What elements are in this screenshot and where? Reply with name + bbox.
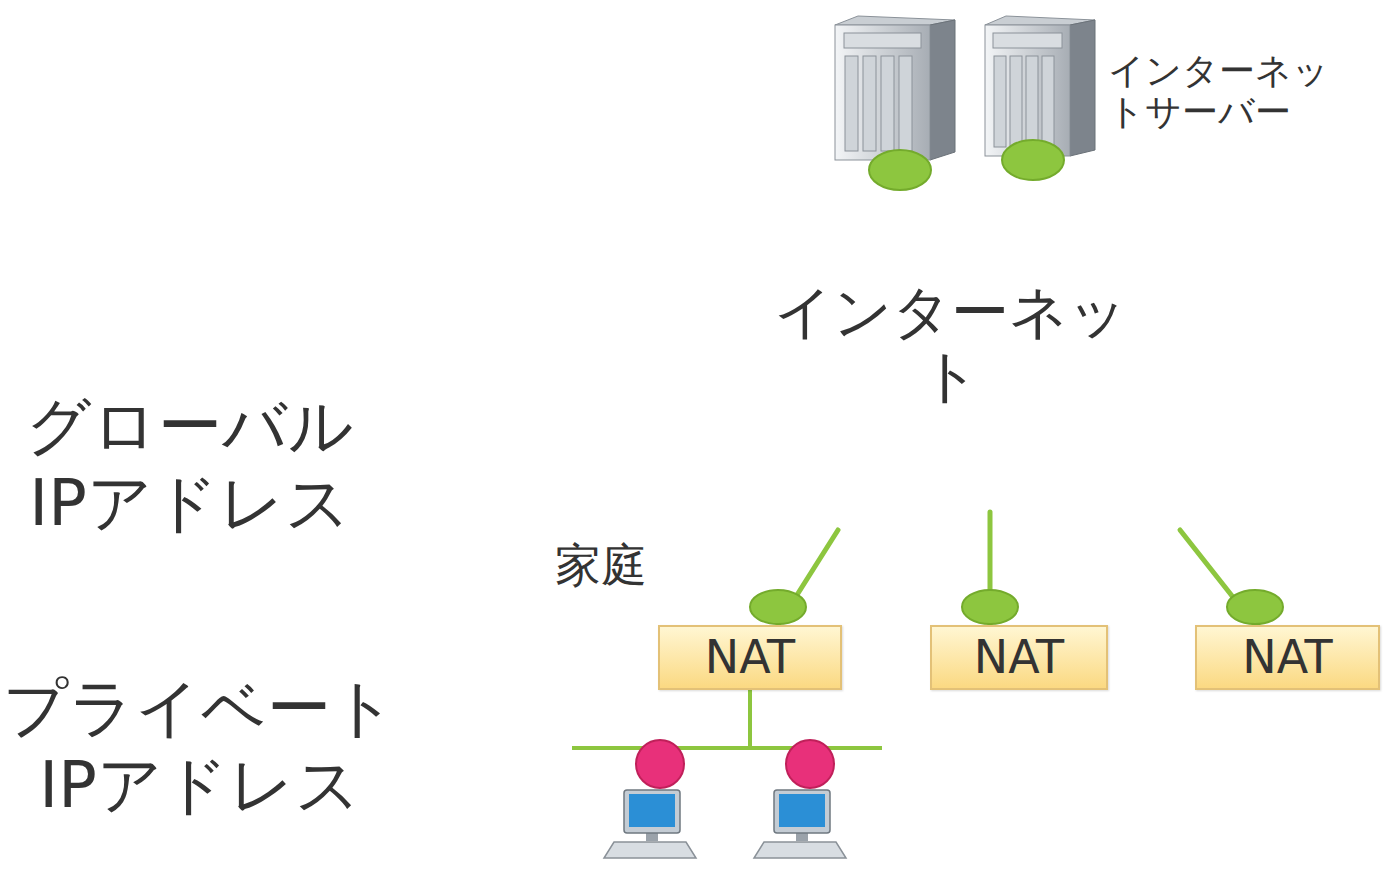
cloud-fill <box>1087 367 1254 534</box>
label-holder: プライベート IPアドレス <box>0 670 400 824</box>
pc-icon <box>754 790 846 858</box>
server-slot <box>1010 56 1022 147</box>
address-kind-label: プライベート IPアドレス <box>0 670 400 824</box>
divider-line <box>0 606 1396 608</box>
cloud-fill <box>1122 282 1279 439</box>
home-circle <box>1100 500 1396 800</box>
nat-label: NAT <box>1242 632 1332 683</box>
server-slot <box>881 56 894 151</box>
server-slot <box>994 56 1006 147</box>
cloud-label: インターネット <box>761 281 1141 409</box>
cloud-shape: インターネット <box>655 165 1290 545</box>
server-slot <box>845 56 858 151</box>
home-circle: NAT 家庭 <box>545 510 925 890</box>
global-ip-dot <box>962 590 1018 624</box>
server-icon <box>835 16 955 160</box>
global-ip-dot <box>1002 140 1064 180</box>
nat-box: NAT <box>1195 625 1380 690</box>
lan-wire <box>748 690 752 748</box>
cloud-outline <box>980 410 1120 550</box>
cloud-shape <box>660 165 1280 550</box>
global-ip-dot <box>750 590 806 624</box>
server-slot <box>899 56 912 151</box>
label-holder: インターネットサーバー <box>1108 50 1340 133</box>
nat-box: NAT <box>658 625 842 690</box>
cloud-fill <box>662 327 809 474</box>
server-front <box>835 25 930 160</box>
label-holder: グローバル IPアドレス <box>0 388 380 542</box>
server-slot <box>863 56 876 151</box>
server-bay <box>993 33 1062 48</box>
home-circle <box>546 511 924 889</box>
cloud-fill <box>742 382 899 539</box>
nat-label: NAT <box>974 632 1064 683</box>
cloud-outline <box>855 395 1005 545</box>
lan-wire <box>572 746 882 750</box>
nat-box: NAT <box>930 625 1108 690</box>
cloud-fill <box>857 397 1004 544</box>
cloud-outline <box>1085 365 1255 535</box>
pc-icon <box>604 790 696 858</box>
global-ip-dot <box>1227 590 1283 624</box>
server-icon <box>985 16 1095 156</box>
private-ip-dot <box>786 740 834 788</box>
lan-wires <box>572 690 882 748</box>
pc-icons <box>604 790 846 858</box>
private-ip-dot <box>636 740 684 788</box>
global-ip-dot <box>869 150 931 190</box>
server-bay <box>844 33 921 48</box>
server-side <box>930 20 955 160</box>
private-address-dots <box>636 740 834 788</box>
home-heading: 家庭 <box>555 540 925 591</box>
server-slot <box>1026 56 1038 147</box>
cloud-outline <box>1120 280 1280 440</box>
server-front <box>985 25 1070 156</box>
server-label: インターネットサーバー <box>1108 50 1340 133</box>
cloud-outline <box>740 380 900 540</box>
server-side <box>1070 20 1095 156</box>
home-circle <box>860 505 1160 805</box>
address-kind-label: グローバル IPアドレス <box>0 388 380 542</box>
nat-label: NAT <box>705 632 795 683</box>
server-slot <box>1042 56 1054 147</box>
global-address-dots <box>750 140 1283 624</box>
cloud-outline <box>660 325 810 475</box>
cloud-fill <box>982 412 1119 549</box>
